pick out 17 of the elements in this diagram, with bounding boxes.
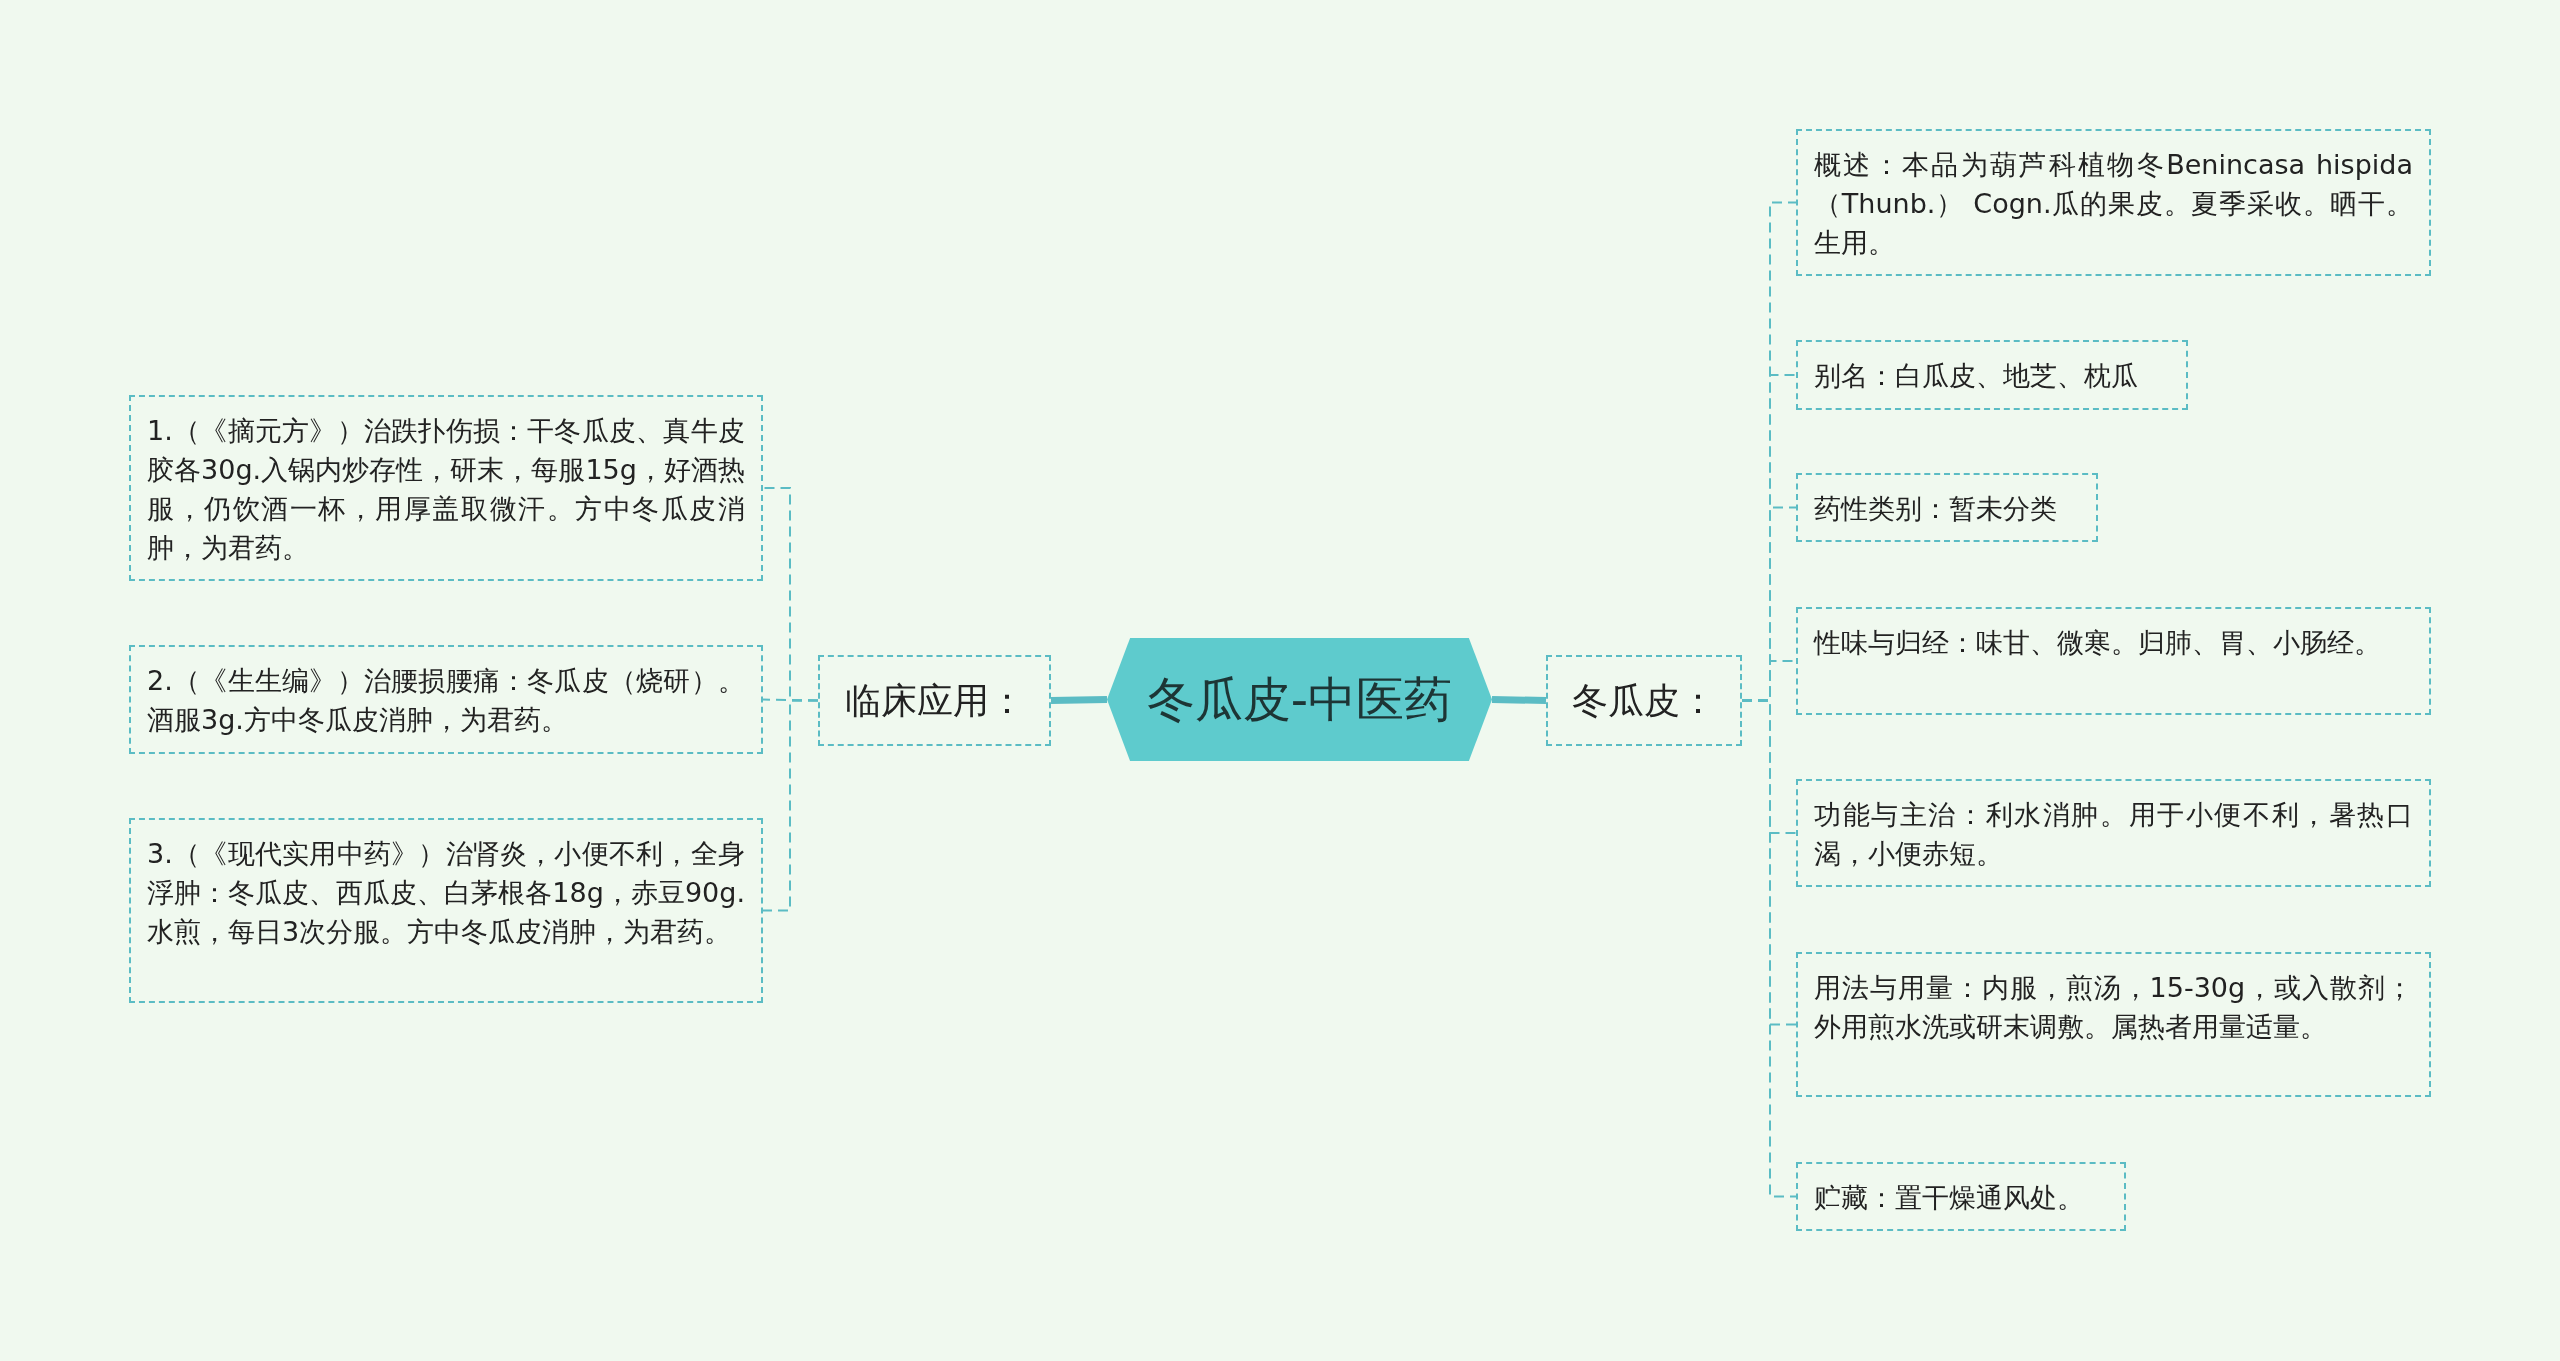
connector-line [762, 698, 819, 702]
connector-line [1491, 696, 1547, 704]
text-box: 别名：白瓜皮、地芝、枕瓜 [1796, 340, 2188, 410]
text-box: 3.（《现代实用中药》）治肾炎，小便不利，全身浮肿：冬瓜皮、西瓜皮、白茅根各18g，赤豆90g.水煎，每日3次分服。方中冬瓜皮消肿，为君药。 [129, 818, 763, 1003]
text-box: 用法与用量：内服，煎汤，15-30g，或入散剂；外用煎水洗或研末调敷。属热者用量适量。 [1796, 952, 2431, 1097]
connector-line [762, 699, 819, 912]
text-box: 药性类别：暂未分类 [1796, 473, 2098, 542]
text-box: 概述：本品为葫芦科植物冬Benincasa hispida （Thunb.） Cogn.瓜的果皮。夏季采收。晒干。生用。 [1796, 129, 2431, 276]
connector-line [1741, 699, 1797, 1198]
text-box: 贮藏：置干燥通风处。 [1796, 1162, 2126, 1231]
branch-box: 冬瓜皮： [1546, 655, 1742, 746]
text-box: 1.（《摘元方》）治跌扑伤损：干冬瓜皮、真牛皮胶各30g.入锅内炒存性，研末，每服15g，好酒热服，仍饮酒一杯，用厚盖取微汗。方中冬瓜皮消肿，为君药。 [129, 395, 763, 581]
text-box: 功能与主治：利水消肿。用于小便不利，暑热口渴，小便赤短。 [1796, 779, 2431, 887]
connector-line [1050, 696, 1108, 704]
text-box: 2.（《生生编》）治腰损腰痛：冬瓜皮（烧研）。酒服3g.方中冬瓜皮消肿，为君药。 [129, 645, 763, 754]
branch-box: 临床应用： [818, 655, 1051, 746]
text-box: 性味与归经：味甘、微寒。归肺、胃、小肠经。 [1796, 607, 2431, 715]
